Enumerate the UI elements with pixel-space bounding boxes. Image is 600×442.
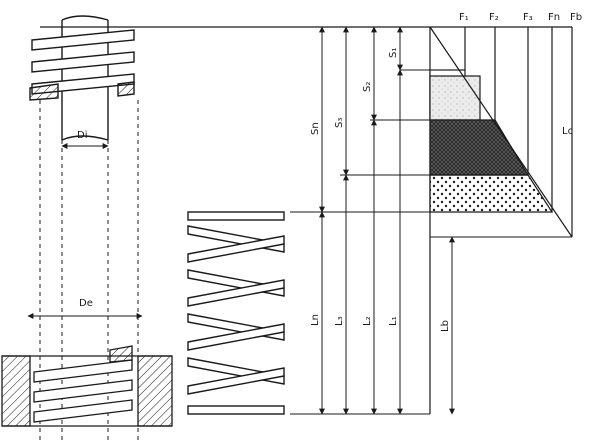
label-fn: Fn xyxy=(548,12,560,23)
label-sn: Sn xyxy=(310,122,321,135)
label-lc: Lc xyxy=(562,126,573,137)
band-s2 xyxy=(429,75,481,121)
inner-diameter-label: Di xyxy=(77,130,87,141)
label-fb: Fb xyxy=(570,12,582,23)
vertical-dimensions xyxy=(319,26,455,415)
label-f1: F₁ xyxy=(459,12,469,23)
label-ln: Ln xyxy=(310,314,321,326)
label-s1: S₁ xyxy=(388,48,399,58)
label-f2: F₂ xyxy=(489,12,499,23)
load-deflection-diagram xyxy=(429,26,573,414)
label-f3: F₃ xyxy=(523,12,533,23)
band-s3 xyxy=(429,119,530,176)
outer-diameter-label: De xyxy=(79,298,93,309)
free-spring xyxy=(187,211,285,415)
label-l1: L₁ xyxy=(388,316,399,326)
label-s3: S₃ xyxy=(334,118,345,128)
spring-in-bore xyxy=(1,345,173,427)
spring-on-mandrel xyxy=(29,15,135,141)
label-s2: S₂ xyxy=(362,82,373,92)
label-l3: L₃ xyxy=(334,316,345,326)
label-l2: L₂ xyxy=(362,316,373,326)
label-lb: Lb xyxy=(440,320,451,332)
